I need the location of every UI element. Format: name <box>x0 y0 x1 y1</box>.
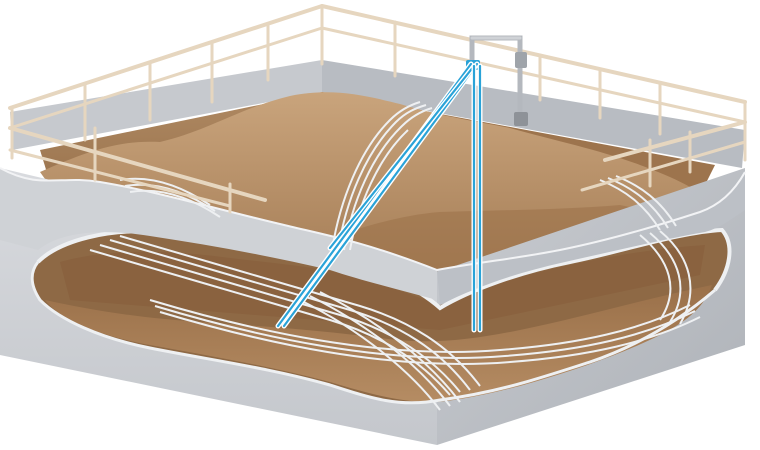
cavity-rim-bottom <box>30 261 716 405</box>
back-left-wall <box>10 60 322 150</box>
material-surface-lower <box>45 285 712 402</box>
upper-chamber <box>10 60 745 275</box>
sensor-mount-bracket <box>469 35 523 121</box>
back-right-wall <box>322 60 745 168</box>
sensor-cable <box>275 61 483 333</box>
cable-bundles <box>89 101 701 411</box>
guard-railing <box>8 4 747 214</box>
slab-right <box>437 172 745 305</box>
